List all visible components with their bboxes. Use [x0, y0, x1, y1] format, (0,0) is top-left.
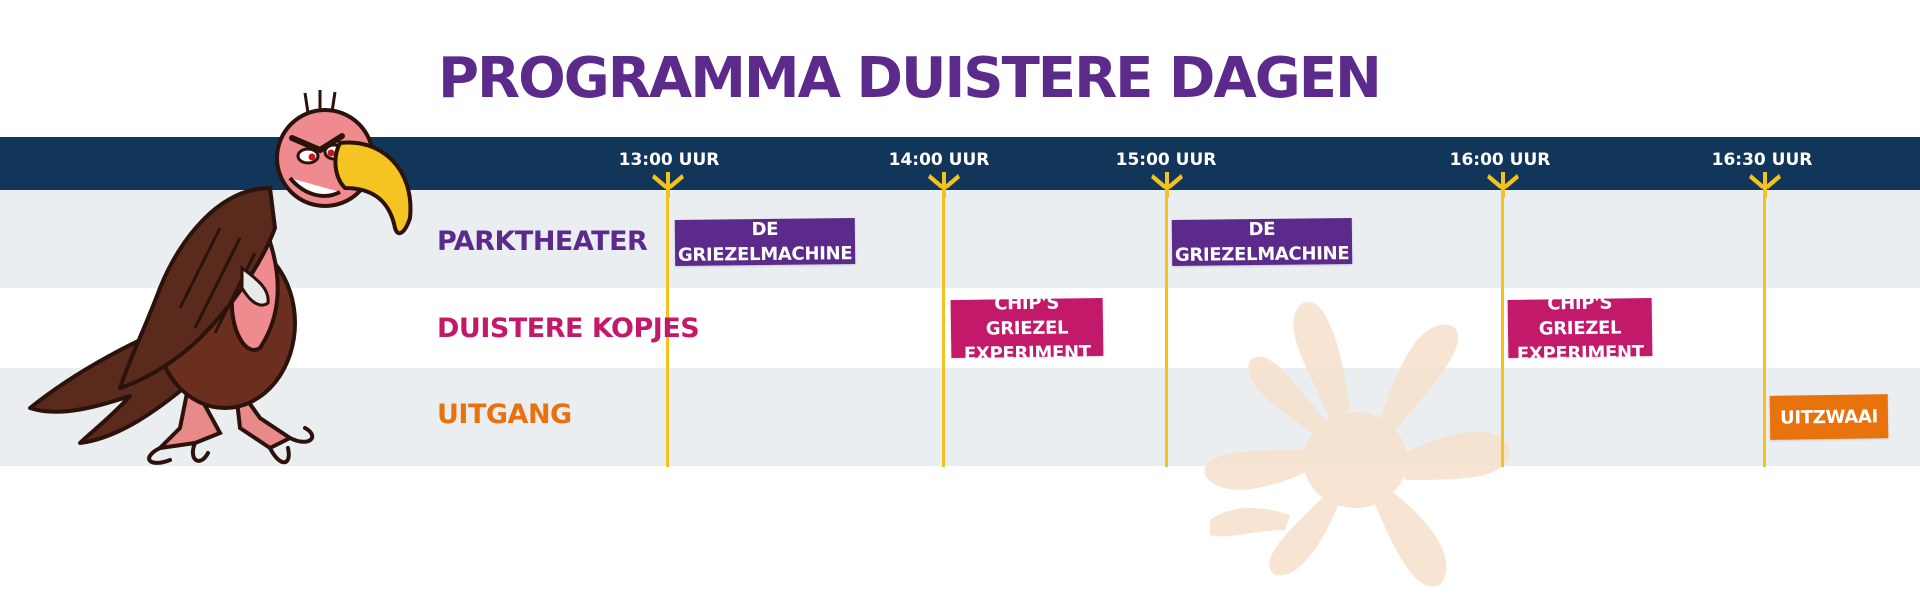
page-title: PROGRAMMA DUISTERE DAGEN	[438, 46, 1382, 111]
event-de-griezelmachine-1500[interactable]: DE GRIEZELMACHINE	[1171, 218, 1353, 266]
event-uitzwaai-1630[interactable]: UITZWAAI	[1769, 394, 1889, 440]
row-label-duistere-kopjes: DUISTERE KOPJES	[437, 313, 700, 344]
bird-claw-icon	[1151, 172, 1183, 198]
row-label-uitgang: UITGANG	[437, 399, 572, 430]
time-label-1500: 15:00 UUR	[1115, 150, 1217, 170]
vulture-mascot-icon	[28, 90, 413, 465]
time-label-1400: 14:00 UUR	[888, 150, 990, 170]
bird-claw-icon	[652, 172, 684, 198]
event-chips-griezel-experiment-1400[interactable]: CHIP'S GRIEZEL EXPERIMENT	[950, 292, 1104, 364]
bird-claw-icon	[1487, 172, 1519, 198]
timeline-line-1630	[1763, 182, 1766, 467]
bird-claw-icon	[928, 172, 960, 198]
event-de-griezelmachine-1300[interactable]: DE GRIEZELMACHINE	[674, 218, 856, 266]
time-label-1300: 13:00 UUR	[618, 150, 720, 170]
timeline-line-1600	[1501, 182, 1504, 467]
row-label-parktheater: PARKTHEATER	[437, 226, 648, 257]
time-label-1630: 16:30 UUR	[1711, 150, 1813, 170]
bird-claw-icon	[1749, 172, 1781, 198]
event-chips-griezel-experiment-1600[interactable]: CHIP'S GRIEZEL EXPERIMENT	[1507, 292, 1653, 364]
time-label-1600: 16:00 UUR	[1449, 150, 1551, 170]
row-band-uitgang	[0, 368, 1920, 466]
timeline-line-1400	[942, 182, 945, 467]
timeline-line-1300	[666, 182, 669, 467]
claw-watermark-icon	[1204, 301, 1510, 587]
timeline-line-1500	[1165, 182, 1168, 467]
